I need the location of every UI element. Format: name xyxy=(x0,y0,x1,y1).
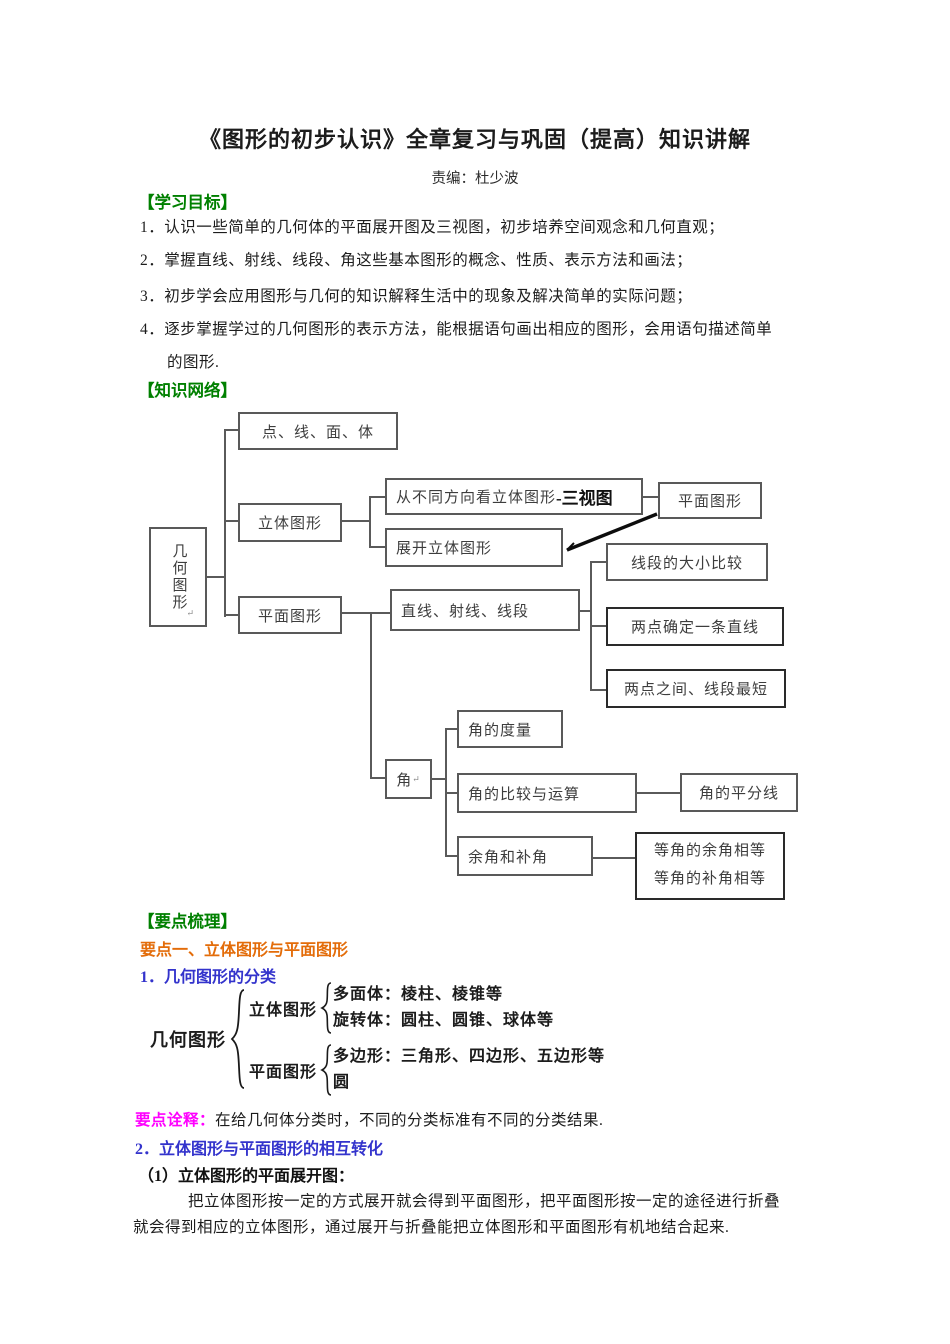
objective-line: 4．逐步掌握学过的几何图形的表示方法，能根据语句画出相应的图形，会用语句描述简单 xyxy=(140,321,773,338)
node-equal-angles-rule: 等角的余角相等 等角的补角相等 xyxy=(635,832,785,900)
connector xyxy=(342,520,371,522)
connector xyxy=(369,496,385,498)
connector xyxy=(590,689,606,691)
node-label: 线段的大小比较 xyxy=(630,555,743,572)
objective-line: 2．掌握直线、射线、线段、角这些基本图形的概念、性质、表示方法和画法； xyxy=(140,252,693,269)
node-plane-figures-right: 平面图形 xyxy=(658,482,762,519)
node-angle-measure: 角的度量 xyxy=(457,710,563,748)
connector xyxy=(593,857,635,859)
node-angle: 角↵ xyxy=(385,759,432,799)
connector xyxy=(432,778,446,780)
connector xyxy=(224,614,238,616)
node-label: 余角和补角 xyxy=(468,849,549,866)
classification-item: 圆 xyxy=(333,1074,351,1091)
sub2-1-title: （1）立体图形的平面展开图： xyxy=(138,1168,355,1185)
node-angle-compare-operate: 角的比较与运算 xyxy=(457,773,637,813)
node-solid-figures: 立体图形 xyxy=(238,503,342,542)
connector xyxy=(445,792,457,794)
connector xyxy=(370,777,385,779)
node-label: 两点之间、线段最短 xyxy=(623,682,768,698)
node-two-points-line: 两点确定一条直线 xyxy=(606,607,784,646)
connector xyxy=(224,429,226,617)
node-line-ray-segment: 直线、射线、线段 xyxy=(390,589,580,631)
note-label: 要点诠释： xyxy=(135,1112,216,1129)
classification-item: 旋转体：圆柱、圆锥、球体等 xyxy=(333,1012,555,1029)
connector xyxy=(445,728,457,730)
connector xyxy=(224,520,238,522)
classification-solid: 立体图形 xyxy=(249,1002,318,1019)
objectives-header: 【学习目标】 xyxy=(138,193,237,212)
node-label: 角的比较与运算 xyxy=(468,786,581,803)
connector xyxy=(580,610,592,612)
inner-brace-icon xyxy=(320,1044,332,1096)
outer-brace-icon xyxy=(230,989,245,1089)
connector xyxy=(369,546,385,548)
classification-item: 多面体：棱柱、棱锥等 xyxy=(333,986,504,1003)
node-label: 等角的补角相等 xyxy=(653,871,766,887)
node-geometric-figures: 几何图形 ↵ xyxy=(149,527,207,627)
node-angle-bisector: 角的平分线 xyxy=(680,773,798,812)
objective-line-continuation: 的图形. xyxy=(167,354,220,371)
node-label: 等角的余角相等 xyxy=(653,843,766,860)
three-views-annotation: -三视图 xyxy=(556,489,613,508)
paragraph-mark-icon: ↵ xyxy=(412,773,421,784)
paragraph-mark-icon: ↵ xyxy=(186,608,195,618)
sub2-title: 2．立体图形与平面图形的相互转化 xyxy=(135,1141,384,1158)
connector xyxy=(445,855,457,857)
classification-root: 几何图形 xyxy=(150,1030,226,1050)
node-shortest-segment: 两点之间、线段最短 xyxy=(606,669,786,708)
connector xyxy=(637,792,680,794)
objective-line: 3．初步学会应用图形与几何的知识解释生活中的现象及解决简单的实际问题； xyxy=(140,288,693,305)
connector xyxy=(224,429,238,431)
connector xyxy=(643,496,658,498)
node-label: 平面图形 xyxy=(257,608,322,625)
node-unfold-solid: 展开立体图形 xyxy=(385,528,563,567)
note-line: 要点诠释：在给几何体分类时，不同的分类标准有不同的分类结果. xyxy=(135,1108,603,1130)
connector xyxy=(370,612,372,778)
node-label: 展开立体图形 xyxy=(396,541,493,557)
connector xyxy=(207,576,225,578)
page-title: 《图形的初步认识》全章复习与巩固（提高）知识讲解 xyxy=(198,127,751,152)
node-label: 立体图形 xyxy=(257,516,322,532)
node-label: 平面图形 xyxy=(677,494,742,510)
node-label: 直线、射线、线段 xyxy=(401,603,530,620)
classification-figure: 几何图形 立体图形 多面体：棱柱、棱锥等 旋转体：圆柱、圆锥、球体等 平面图形 … xyxy=(150,981,605,1097)
inner-brace-icon xyxy=(320,982,332,1034)
node-label: 从不同方向看立体图形 xyxy=(396,490,557,506)
node-view-from-directions: 从不同方向看立体图形-三视图 xyxy=(385,478,643,515)
classification-item: 多边形：三角形、四边形、五边形等 xyxy=(333,1048,606,1065)
editor-byline: 责编：杜少波 xyxy=(431,171,519,187)
node-segment-comparison: 线段的大小比较 xyxy=(606,543,768,581)
node-complementary-supplementary: 余角和补角 xyxy=(457,836,593,876)
paragraph-line: 就会得到相应的立体图形，通过展开与折叠能把立体图形和平面图形有机地结合起来. xyxy=(133,1219,730,1236)
classification-plane: 平面图形 xyxy=(249,1064,318,1081)
objective-line: 1．认识一些简单的几何体的平面展开图及三视图，初步培养空间观念和几何直观； xyxy=(140,219,725,236)
node-label: 几何图形 xyxy=(170,543,187,611)
node-label: 角的度量 xyxy=(468,722,533,739)
node-label: 两点确定一条直线 xyxy=(630,620,759,636)
node-point-line-face-solid: 点、线、面、体 xyxy=(238,412,398,450)
key-points-header: 【要点梳理】 xyxy=(138,912,237,931)
network-header: 【知识网络】 xyxy=(138,381,237,400)
connector xyxy=(342,612,390,614)
point1-title: 要点一、立体图形与平面图形 xyxy=(140,942,349,959)
node-label: 角的平分线 xyxy=(698,786,779,802)
node-label: 点、线、面、体 xyxy=(261,424,374,441)
connector xyxy=(369,496,371,548)
sub1-title: 1．几何图形的分类 xyxy=(140,969,277,986)
node-label: 角 xyxy=(396,772,413,789)
node-plane-figures-left: 平面图形 xyxy=(238,596,342,634)
paragraph-line: 把立体图形按一定的方式展开就会得到平面图形，把平面图形按一定的途径进行折叠 xyxy=(188,1193,781,1210)
note-text: 在给几何体分类时，不同的分类标准有不同的分类结果. xyxy=(215,1112,604,1129)
connector xyxy=(590,625,606,627)
connector xyxy=(590,561,606,563)
